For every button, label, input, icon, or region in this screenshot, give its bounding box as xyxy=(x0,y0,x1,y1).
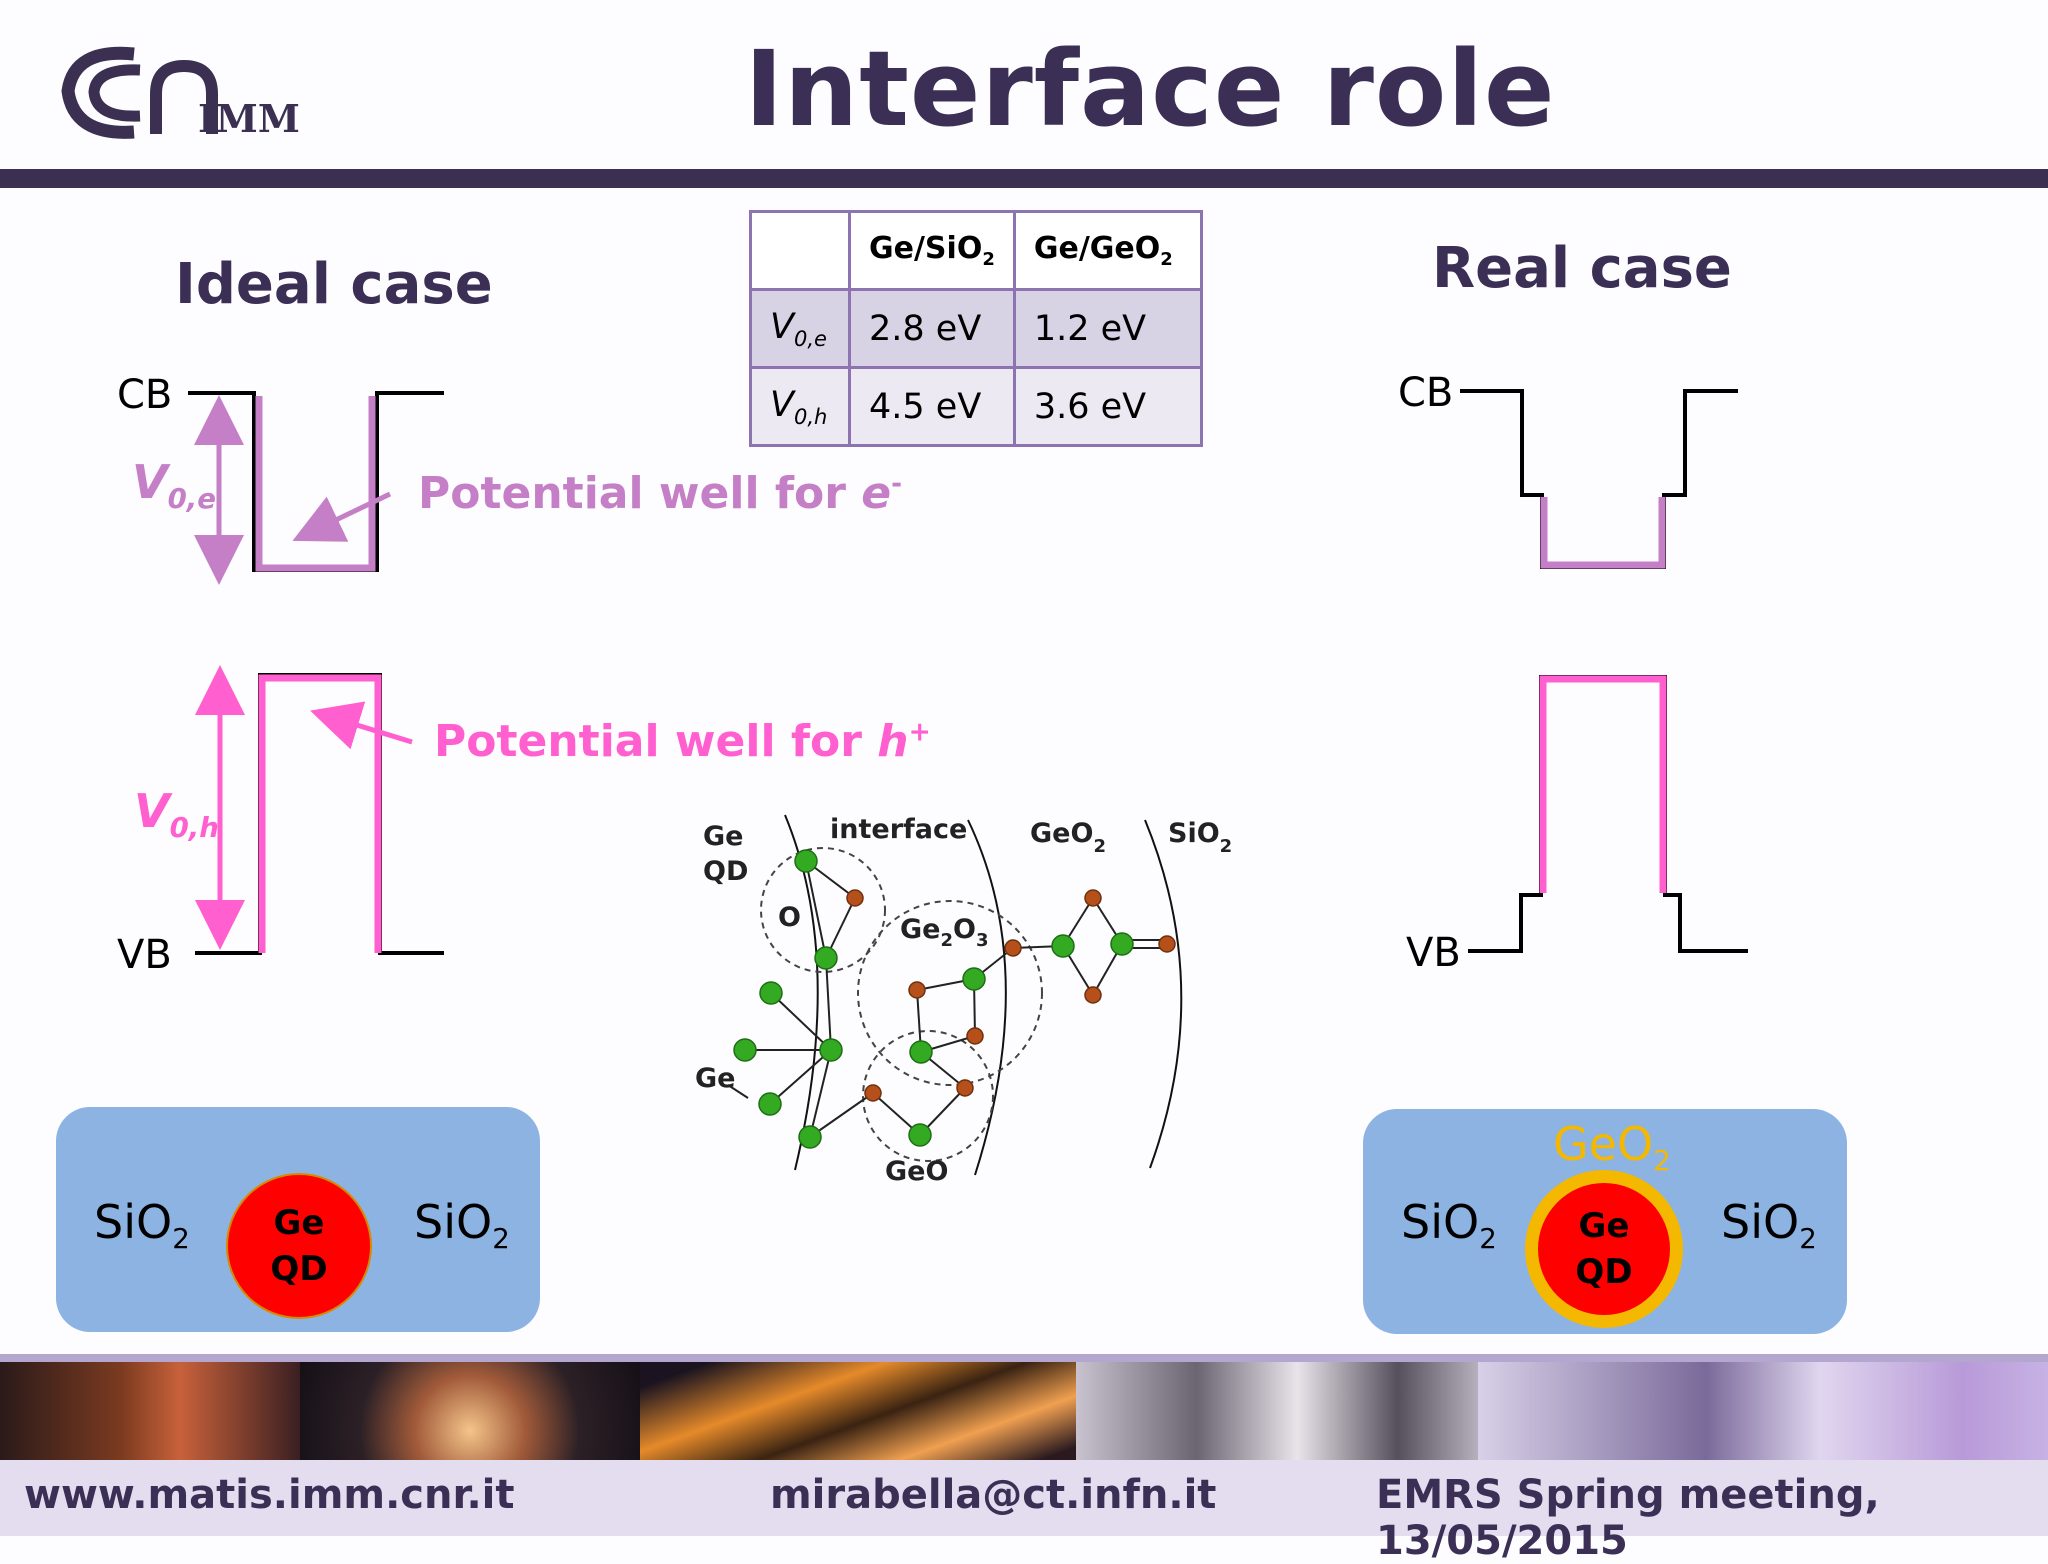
diag-sio2-label: SiO2 xyxy=(1168,818,1232,857)
diag-ge-label: Ge xyxy=(695,1063,735,1094)
table-row: V0,e 2.8 eV 1.2 eV xyxy=(749,288,1203,369)
real-case-heading: Real case xyxy=(1432,236,1732,301)
electron-well-label: Potential well for e- xyxy=(418,468,903,519)
diag-o-label: O xyxy=(778,902,801,933)
table-cell: 3.6 eV xyxy=(1012,366,1203,447)
hole-well-label: Potential well for h+ xyxy=(434,716,931,767)
real-sio2-left: SiO2 xyxy=(1401,1195,1497,1256)
ideal-sio2-left: SiO2 xyxy=(94,1195,190,1256)
diag-geo2-label: GeO2 xyxy=(1030,818,1106,857)
geo2-shell-label: GeO2 xyxy=(1553,1117,1671,1178)
diag-ge-qd-label-1: Ge xyxy=(703,821,743,852)
footer-email[interactable]: mirabella@ct.infn.it xyxy=(770,1472,1217,1518)
footer-divider xyxy=(0,1354,2048,1362)
interface-structure-diagram: Ge QD interface GeO2 SiO2 O Ge2O3 Ge GeO xyxy=(695,814,1232,1187)
table-row-label: V0,h xyxy=(749,366,851,447)
header-divider xyxy=(0,169,2048,188)
diag-ge2o3-label: Ge2O3 xyxy=(900,914,989,951)
ideal-vb-label: VB xyxy=(117,932,172,978)
table-col-header: Ge/GeO2 xyxy=(1012,210,1203,291)
table-cell: 4.5 eV xyxy=(848,366,1016,447)
table-row-label: V0,e xyxy=(749,288,851,369)
ideal-sio2-right: SiO2 xyxy=(414,1195,510,1256)
ideal-band-diagram xyxy=(188,391,444,955)
diag-geo-label: GeO xyxy=(885,1156,948,1187)
table-col-header: Ge/SiO2 xyxy=(848,210,1016,291)
diag-interface-label: interface xyxy=(830,814,967,845)
lab-photo xyxy=(1478,1362,2048,1460)
lab-photo xyxy=(0,1362,300,1460)
lab-photo xyxy=(300,1362,640,1460)
ideal-cb-label: CB xyxy=(117,372,173,418)
lab-photo xyxy=(640,1362,1076,1460)
page-title: Interface role xyxy=(744,28,1556,150)
footer-event: EMRS Spring meeting, 13/05/2015 xyxy=(1376,1472,1880,1564)
real-sio2-right: SiO2 xyxy=(1721,1195,1817,1256)
table-cell: 2.8 eV xyxy=(848,288,1016,369)
lab-photo xyxy=(1076,1362,1478,1460)
real-band-diagram xyxy=(1460,389,1748,953)
barrier-table: Ge/SiO2 Ge/GeO2 V0,e 2.8 eV 1.2 eV V0,h … xyxy=(749,210,1203,447)
table-corner xyxy=(749,210,851,291)
v0e-label: V0,e xyxy=(132,455,217,516)
table-row: V0,h 4.5 eV 3.6 eV xyxy=(749,366,1203,447)
table-cell: 1.2 eV xyxy=(1012,288,1203,369)
ideal-case-heading: Ideal case xyxy=(175,252,493,317)
logo-text: IMM xyxy=(198,96,300,141)
footer-photo-strip xyxy=(0,1362,2048,1460)
real-cb-label: CB xyxy=(1398,370,1454,416)
real-vb-label: VB xyxy=(1406,930,1461,976)
v0h-label: V0,h xyxy=(134,784,219,845)
logo: IMM xyxy=(56,36,306,146)
diag-ge-qd-label-2: QD xyxy=(703,856,748,887)
footer-website[interactable]: www.matis.imm.cnr.it xyxy=(24,1472,515,1518)
cnr-logo-icon xyxy=(61,46,218,139)
footer-bar xyxy=(0,1460,2048,1536)
